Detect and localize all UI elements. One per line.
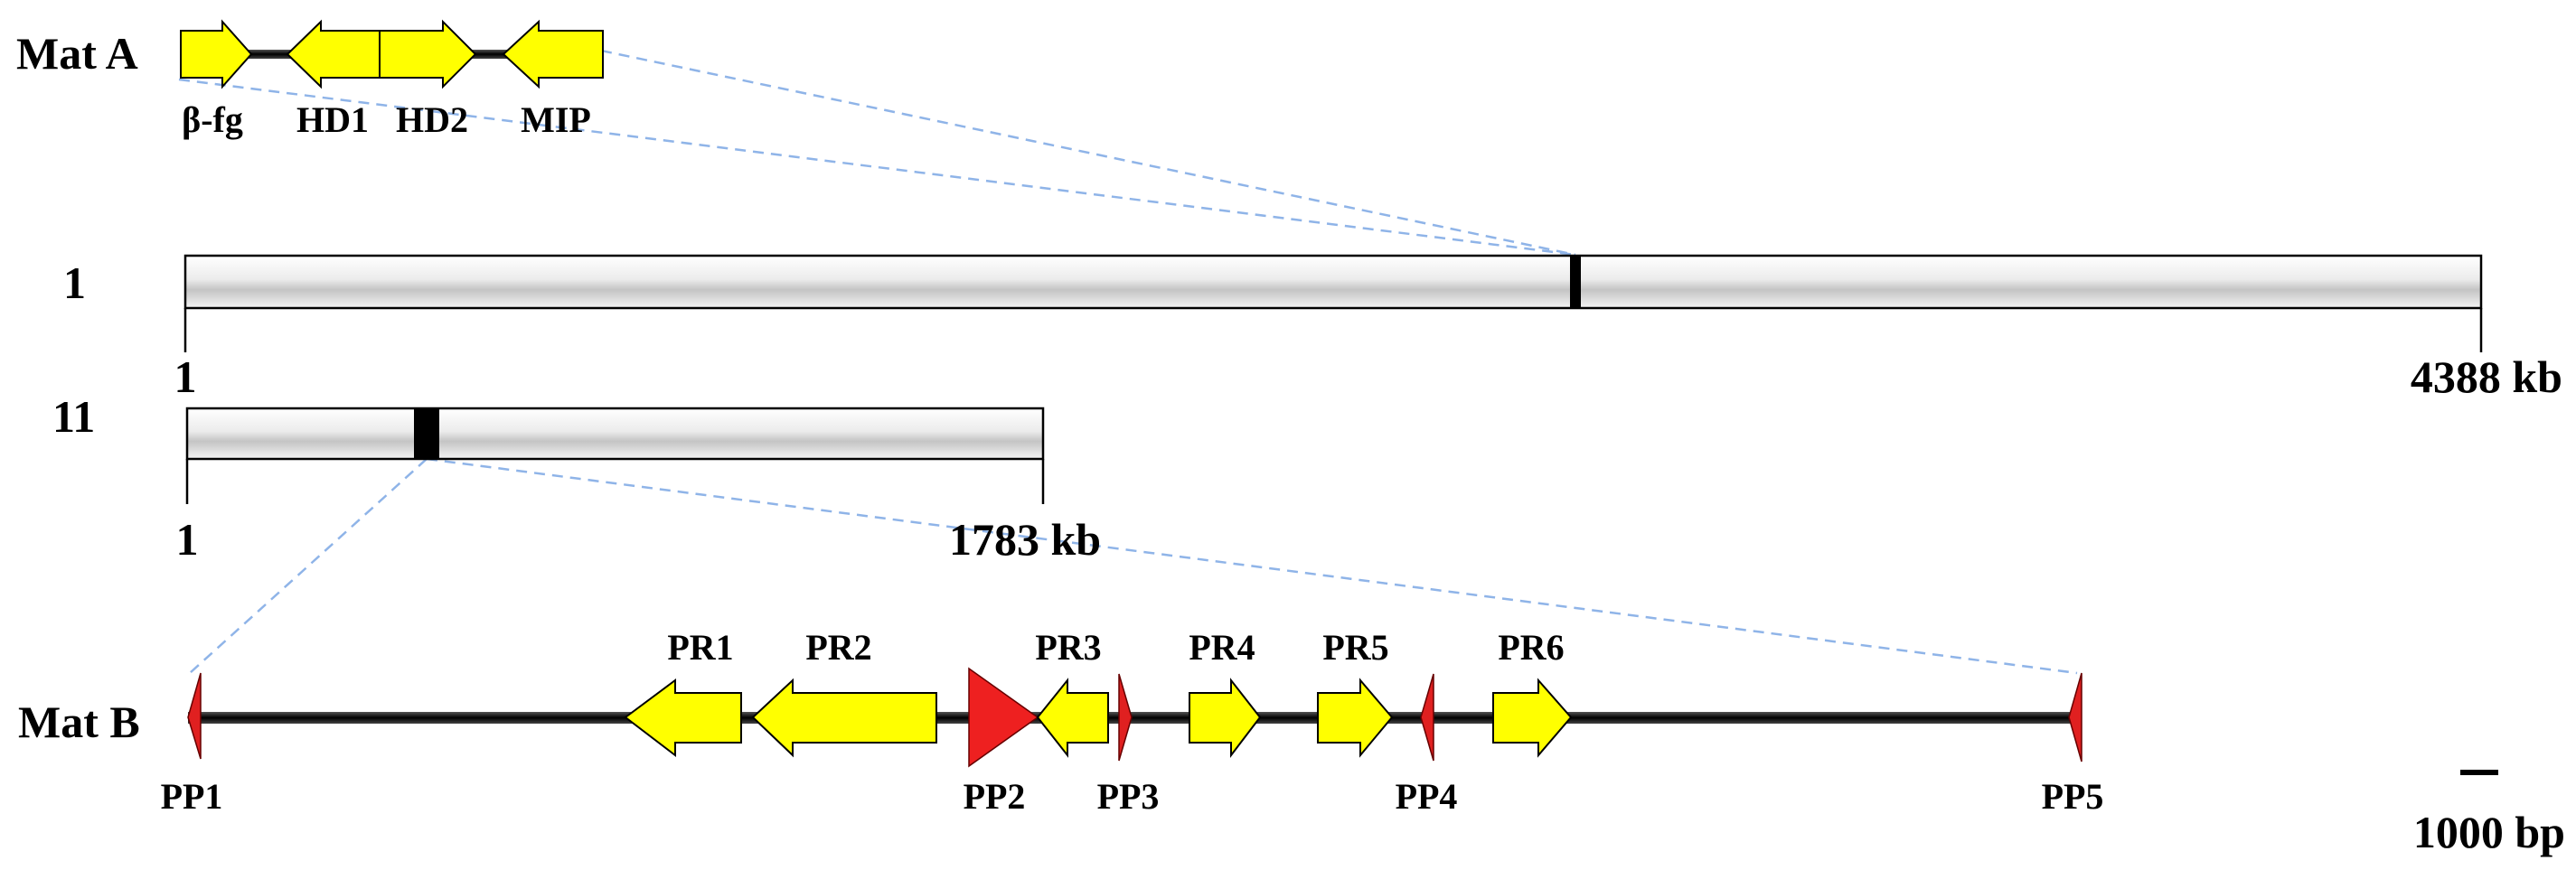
pheromone-label-pp4: PP4 — [1396, 776, 1458, 817]
chromosome-1-mat-a-locus-marker — [1570, 256, 1581, 308]
pheromone-label-pp1: PP1 — [161, 776, 223, 817]
receptor-arrow-pr5 — [1317, 678, 1394, 758]
connector-mat-b-right — [426, 457, 2078, 675]
receptor-label-pr6: PR6 — [1498, 627, 1564, 668]
connector-mat-a-top — [600, 49, 1576, 257]
receptor-label-pr1: PR1 — [667, 627, 733, 668]
chromosome-1-start-label: 1 — [174, 351, 197, 402]
chromosome-1-end-label: 4388 kb — [2411, 351, 2562, 402]
gene-arrow-hd1 — [286, 19, 381, 89]
receptor-label-pr4: PR4 — [1189, 627, 1255, 668]
pheromone-label-pp2: PP2 — [964, 776, 1026, 817]
scale-bar: 1000 bp — [2413, 770, 2565, 857]
mat-a-label: Mat A — [16, 28, 138, 79]
connector-mat-a-bottom — [178, 78, 1576, 257]
connector-lines — [178, 49, 2078, 675]
gene-label-hd1: HD1 — [296, 99, 369, 140]
chromosome-11-bar — [185, 407, 1045, 461]
pheromone-arrow-pp4 — [1420, 673, 1434, 762]
receptor-label-pr2: PR2 — [805, 627, 871, 668]
chromosome-1-label: 1 — [63, 257, 86, 308]
gene-arrow-beta-fg — [180, 19, 253, 89]
pheromone-arrow-pp2 — [968, 667, 1039, 768]
chromosome-11-start-label: 1 — [176, 514, 199, 565]
gene-label-beta-fg: β-fg — [182, 99, 243, 140]
receptor-arrow-pr2 — [751, 678, 937, 758]
chromosome-11-mat-b-locus-marker — [414, 408, 439, 459]
connector-mat-b-left — [189, 458, 428, 674]
gene-label-mip: MIP — [521, 99, 591, 140]
chromosome-11-end-label: 1783 kb — [949, 514, 1101, 565]
chromosome-1-bar — [183, 254, 2483, 310]
chromosome-11: 11 1 1783 kb — [52, 391, 1101, 565]
mat-b-label: Mat B — [18, 697, 140, 747]
pheromone-arrow-pp3 — [1118, 673, 1133, 762]
pheromone-arrow-pp1 — [187, 672, 202, 760]
receptor-label-pr3: PR3 — [1035, 627, 1101, 668]
gene-arrow-mip — [502, 19, 604, 89]
pheromone-label-pp5: PP5 — [2042, 776, 2104, 817]
gene-label-hd2: HD2 — [396, 99, 468, 140]
mat-a-locus: β-fg HD1 HD2 MIP — [180, 19, 604, 140]
receptor-arrow-pr6 — [1492, 678, 1573, 758]
pheromone-label-pp3: PP3 — [1097, 776, 1160, 817]
receptor-arrow-pr3 — [1036, 678, 1109, 758]
chromosome-1: 1 1 4388 kb — [63, 254, 2562, 402]
pheromone-arrow-pp5 — [2068, 672, 2082, 762]
scale-bar-label: 1000 bp — [2413, 807, 2565, 857]
mat-b-backbone — [188, 712, 2079, 724]
receptor-label-pr5: PR5 — [1322, 627, 1388, 668]
mat-b-locus: PR1 PR2 PR3 PR4 PR5 PR6 PP1 PP2 PP3 PP4 … — [161, 627, 2104, 817]
gene-arrow-hd2 — [379, 19, 477, 89]
receptor-arrow-pr4 — [1189, 678, 1262, 758]
receptor-arrow-pr1 — [624, 678, 742, 758]
chromosome-11-label: 11 — [52, 391, 95, 442]
